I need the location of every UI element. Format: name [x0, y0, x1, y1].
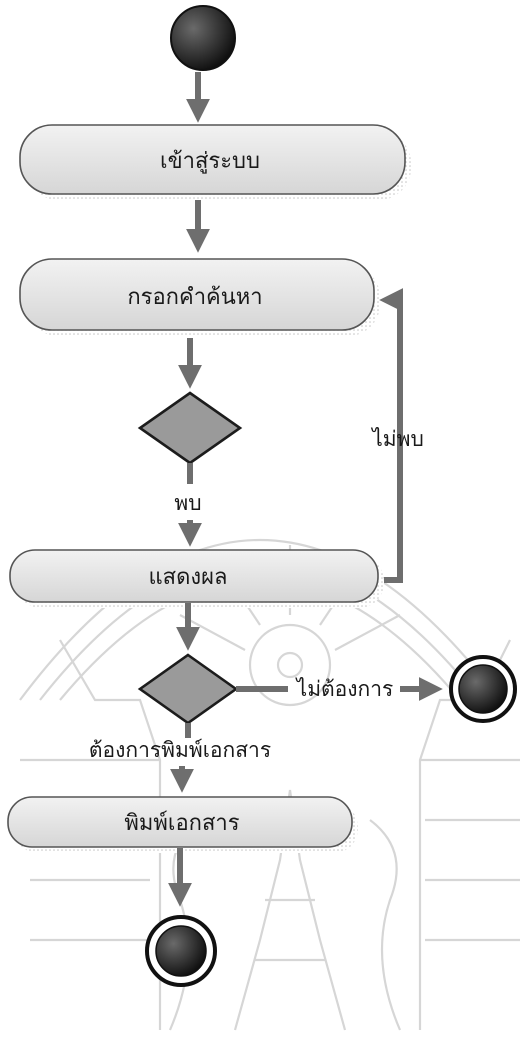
activity-show: แสดงผล [10, 550, 384, 608]
decision-print [140, 655, 236, 723]
activity-print: พิมพ์เอกสาร [8, 797, 358, 853]
final-node-end [147, 917, 215, 985]
activity-show-label: แสดงผล [148, 565, 227, 590]
activity-login: เข้าสู่ระบบ [20, 125, 411, 200]
guard-not-found: ไม่พบ [370, 427, 424, 451]
decision-found [140, 393, 240, 463]
guard-found: พบ [174, 491, 201, 515]
guard-not-wanted: ไม่ต้องการ [295, 677, 394, 701]
activity-print-label: พิมพ์เอกสาร [124, 811, 239, 836]
activity-login-label: เข้าสู่ระบบ [160, 149, 260, 174]
guard-want-print: ต้องการพิมพ์เอกสาร [89, 738, 271, 762]
final-node-no-print [451, 657, 515, 721]
activity-search-label: กรอกคำค้นหา [127, 285, 262, 310]
watermark-emblem [20, 540, 520, 1030]
activity-search: กรอกคำค้นหา [20, 259, 380, 336]
start-node [171, 6, 235, 70]
